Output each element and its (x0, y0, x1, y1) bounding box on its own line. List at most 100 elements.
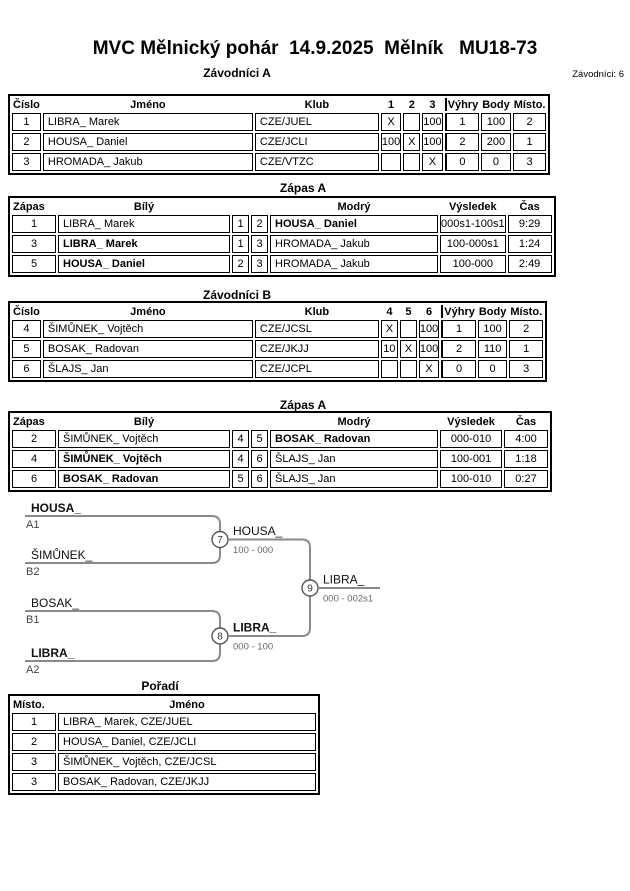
col-header-misto: Místo. (13, 698, 45, 711)
cell-place: 3 (12, 753, 56, 771)
cell-match-number: 2 (12, 430, 56, 448)
col-header-misto: Místo. (510, 305, 543, 318)
col-header-jmeno: Jméno (130, 98, 166, 111)
col-header-modry: Modrý (337, 200, 371, 213)
cell-match-number: 5 (12, 255, 56, 273)
cell-time: 1:24 (507, 235, 552, 253)
group-b-table: Číslo Jméno Klub 4 5 6 Výhry Body Místo.… (8, 301, 548, 382)
cell-result-3: X (422, 153, 443, 171)
cell-result-4: 10 (380, 340, 398, 358)
bracket-slot-name: BOSAK_ (31, 596, 79, 610)
table-row: 4 ŠIMŮNEK_ Vojtěch CZE/JCSL X 100 1 100 … (12, 320, 544, 338)
cell-result-6: X (418, 360, 440, 378)
col-header-vyhry: Výhry (444, 98, 480, 111)
col-header-spacer (232, 415, 249, 428)
bracket-line-7-to-9 (229, 538, 311, 588)
cell-player-name: BOSAK_ Radovan (42, 340, 253, 358)
cell-white-player: LIBRA_ Marek (58, 235, 230, 253)
match-8-number: 8 (217, 632, 223, 643)
cell-white-player: ŠIMŮNEK_ Vojtěch (58, 450, 230, 468)
col-header-zapas: Zápas (13, 415, 45, 428)
cell-time: 0:27 (504, 470, 548, 488)
cell-blue-player: BOSAK_ Radovan (270, 430, 438, 448)
bracket-slot-seed: A2 (26, 664, 39, 676)
cell-points: 0 (481, 153, 511, 171)
match-9-score: 000 - 002s1 (323, 594, 373, 605)
cell-result: 000-010 (440, 430, 502, 448)
col-header-2: 2 (408, 98, 415, 111)
section-title-group-a: Závodníci A (203, 66, 271, 80)
cell-blue-player: HROMADA_ Jakub (270, 235, 438, 253)
col-header-cislo: Číslo (13, 98, 40, 111)
cell-points: 0 (477, 360, 508, 378)
cell-place: 2 (12, 733, 56, 751)
col-header-1: 1 (388, 98, 395, 111)
cell-result-1: X (380, 113, 402, 131)
cell-match-number: 1 (12, 215, 56, 233)
bracket-slot-seed: A1 (26, 519, 39, 531)
cell-points: 110 (477, 340, 508, 358)
cell-place: 2 (509, 320, 544, 338)
col-header-bily: Bílý (133, 200, 155, 213)
col-header-6: 6 (426, 305, 433, 318)
table-row: 1 LIBRA_ Marek 1 2 HOUSA_ Daniel 000s1-1… (12, 215, 552, 233)
section-title-matches-a: Zápas A (279, 181, 327, 195)
col-header-vysledek: Výsledek (447, 415, 495, 428)
cell-result-1 (380, 153, 402, 171)
cell-player-name: ŠLAJS_ Jan (42, 360, 253, 378)
cell-blue-player: HROMADA_ Jakub (270, 255, 438, 273)
cell-club: CZE/JCPL (254, 360, 379, 378)
col-header-5: 5 (405, 305, 412, 318)
col-header-jmeno: Jméno (130, 305, 166, 318)
bracket-slot-name: HOUSA_ (31, 501, 81, 515)
cell-result: 100-001 (440, 450, 502, 468)
table-row: 3 LIBRA_ Marek 1 3 HROMADA_ Jakub 100-00… (12, 235, 552, 253)
cell-white-player: ŠIMŮNEK_ Vojtěch (58, 430, 230, 448)
cell-number: 5 (12, 340, 41, 358)
col-header-misto: Místo. (513, 98, 546, 111)
cell-result-2 (403, 113, 421, 131)
cell-number: 6 (12, 360, 41, 378)
cell-number: 1 (12, 113, 41, 131)
cell-player-name: ŠIMŮNEK_ Vojtěch (42, 320, 253, 338)
cell-player-name: HOUSA_ Daniel (42, 133, 253, 151)
table-row: 1 LIBRA_ Marek CZE/JUEL X 100 1 100 2 (12, 113, 547, 131)
match-7-score: 100 - 000 (233, 545, 273, 556)
match-8-circle (211, 627, 229, 645)
table-row: 2 HOUSA_ Daniel CZE/JCLI 100 X 100 2 200… (12, 133, 547, 151)
cell-time: 2:49 (507, 255, 552, 273)
table-header-row: Místo. Jméno (12, 698, 316, 711)
col-header-cislo: Číslo (13, 305, 40, 318)
cell-white-seed: 5 (232, 470, 249, 488)
col-header-body: Body (478, 305, 507, 318)
match-7-number: 7 (217, 535, 223, 546)
cell-time: 4:00 (504, 430, 548, 448)
table-row: 2 ŠIMŮNEK_ Vojtěch 4 5 BOSAK_ Radovan 00… (12, 430, 548, 448)
cell-result-3: 100 (422, 133, 443, 151)
cell-blue-seed: 5 (251, 430, 268, 448)
table-row: 2 HOUSA_ Daniel, CZE/JCLI (12, 733, 316, 751)
cell-place: 2 (512, 113, 547, 131)
cell-white-seed: 4 (232, 430, 249, 448)
bracket-line-8-to-9 (229, 588, 311, 637)
standings-table: Místo. Jméno 1 LIBRA_ Marek, CZE/JUEL 2 … (8, 694, 320, 795)
match-9-circle (301, 579, 319, 597)
cell-blue-player: HOUSA_ Daniel (270, 215, 438, 233)
table-row: 6 BOSAK_ Radovan 5 6 ŠLAJS_ Jan 100-010 … (12, 470, 548, 488)
cell-result-5 (399, 320, 417, 338)
col-header-spacer (232, 200, 249, 213)
cell-blue-player: ŠLAJS_ Jan (270, 470, 438, 488)
cell-player-name: ŠIMŮNEK_ Vojtěch, CZE/JCSL (58, 753, 316, 771)
cell-player-name: HOUSA_ Daniel, CZE/JCLI (58, 733, 316, 751)
matches-a-table: Zápas Bílý Modrý Výsledek Čas 1 LIBRA_ M… (8, 196, 556, 277)
match-7-winner: HOUSA_ (233, 524, 283, 538)
cell-blue-seed: 6 (251, 470, 268, 488)
col-header-4: 4 (386, 305, 393, 318)
cell-time: 1:18 (504, 450, 548, 468)
bracket-slot-seed: B1 (26, 614, 39, 626)
cell-points: 200 (481, 133, 511, 151)
cell-number: 4 (12, 320, 41, 338)
cell-blue-seed: 3 (251, 255, 268, 273)
cell-white-seed: 4 (232, 450, 249, 468)
